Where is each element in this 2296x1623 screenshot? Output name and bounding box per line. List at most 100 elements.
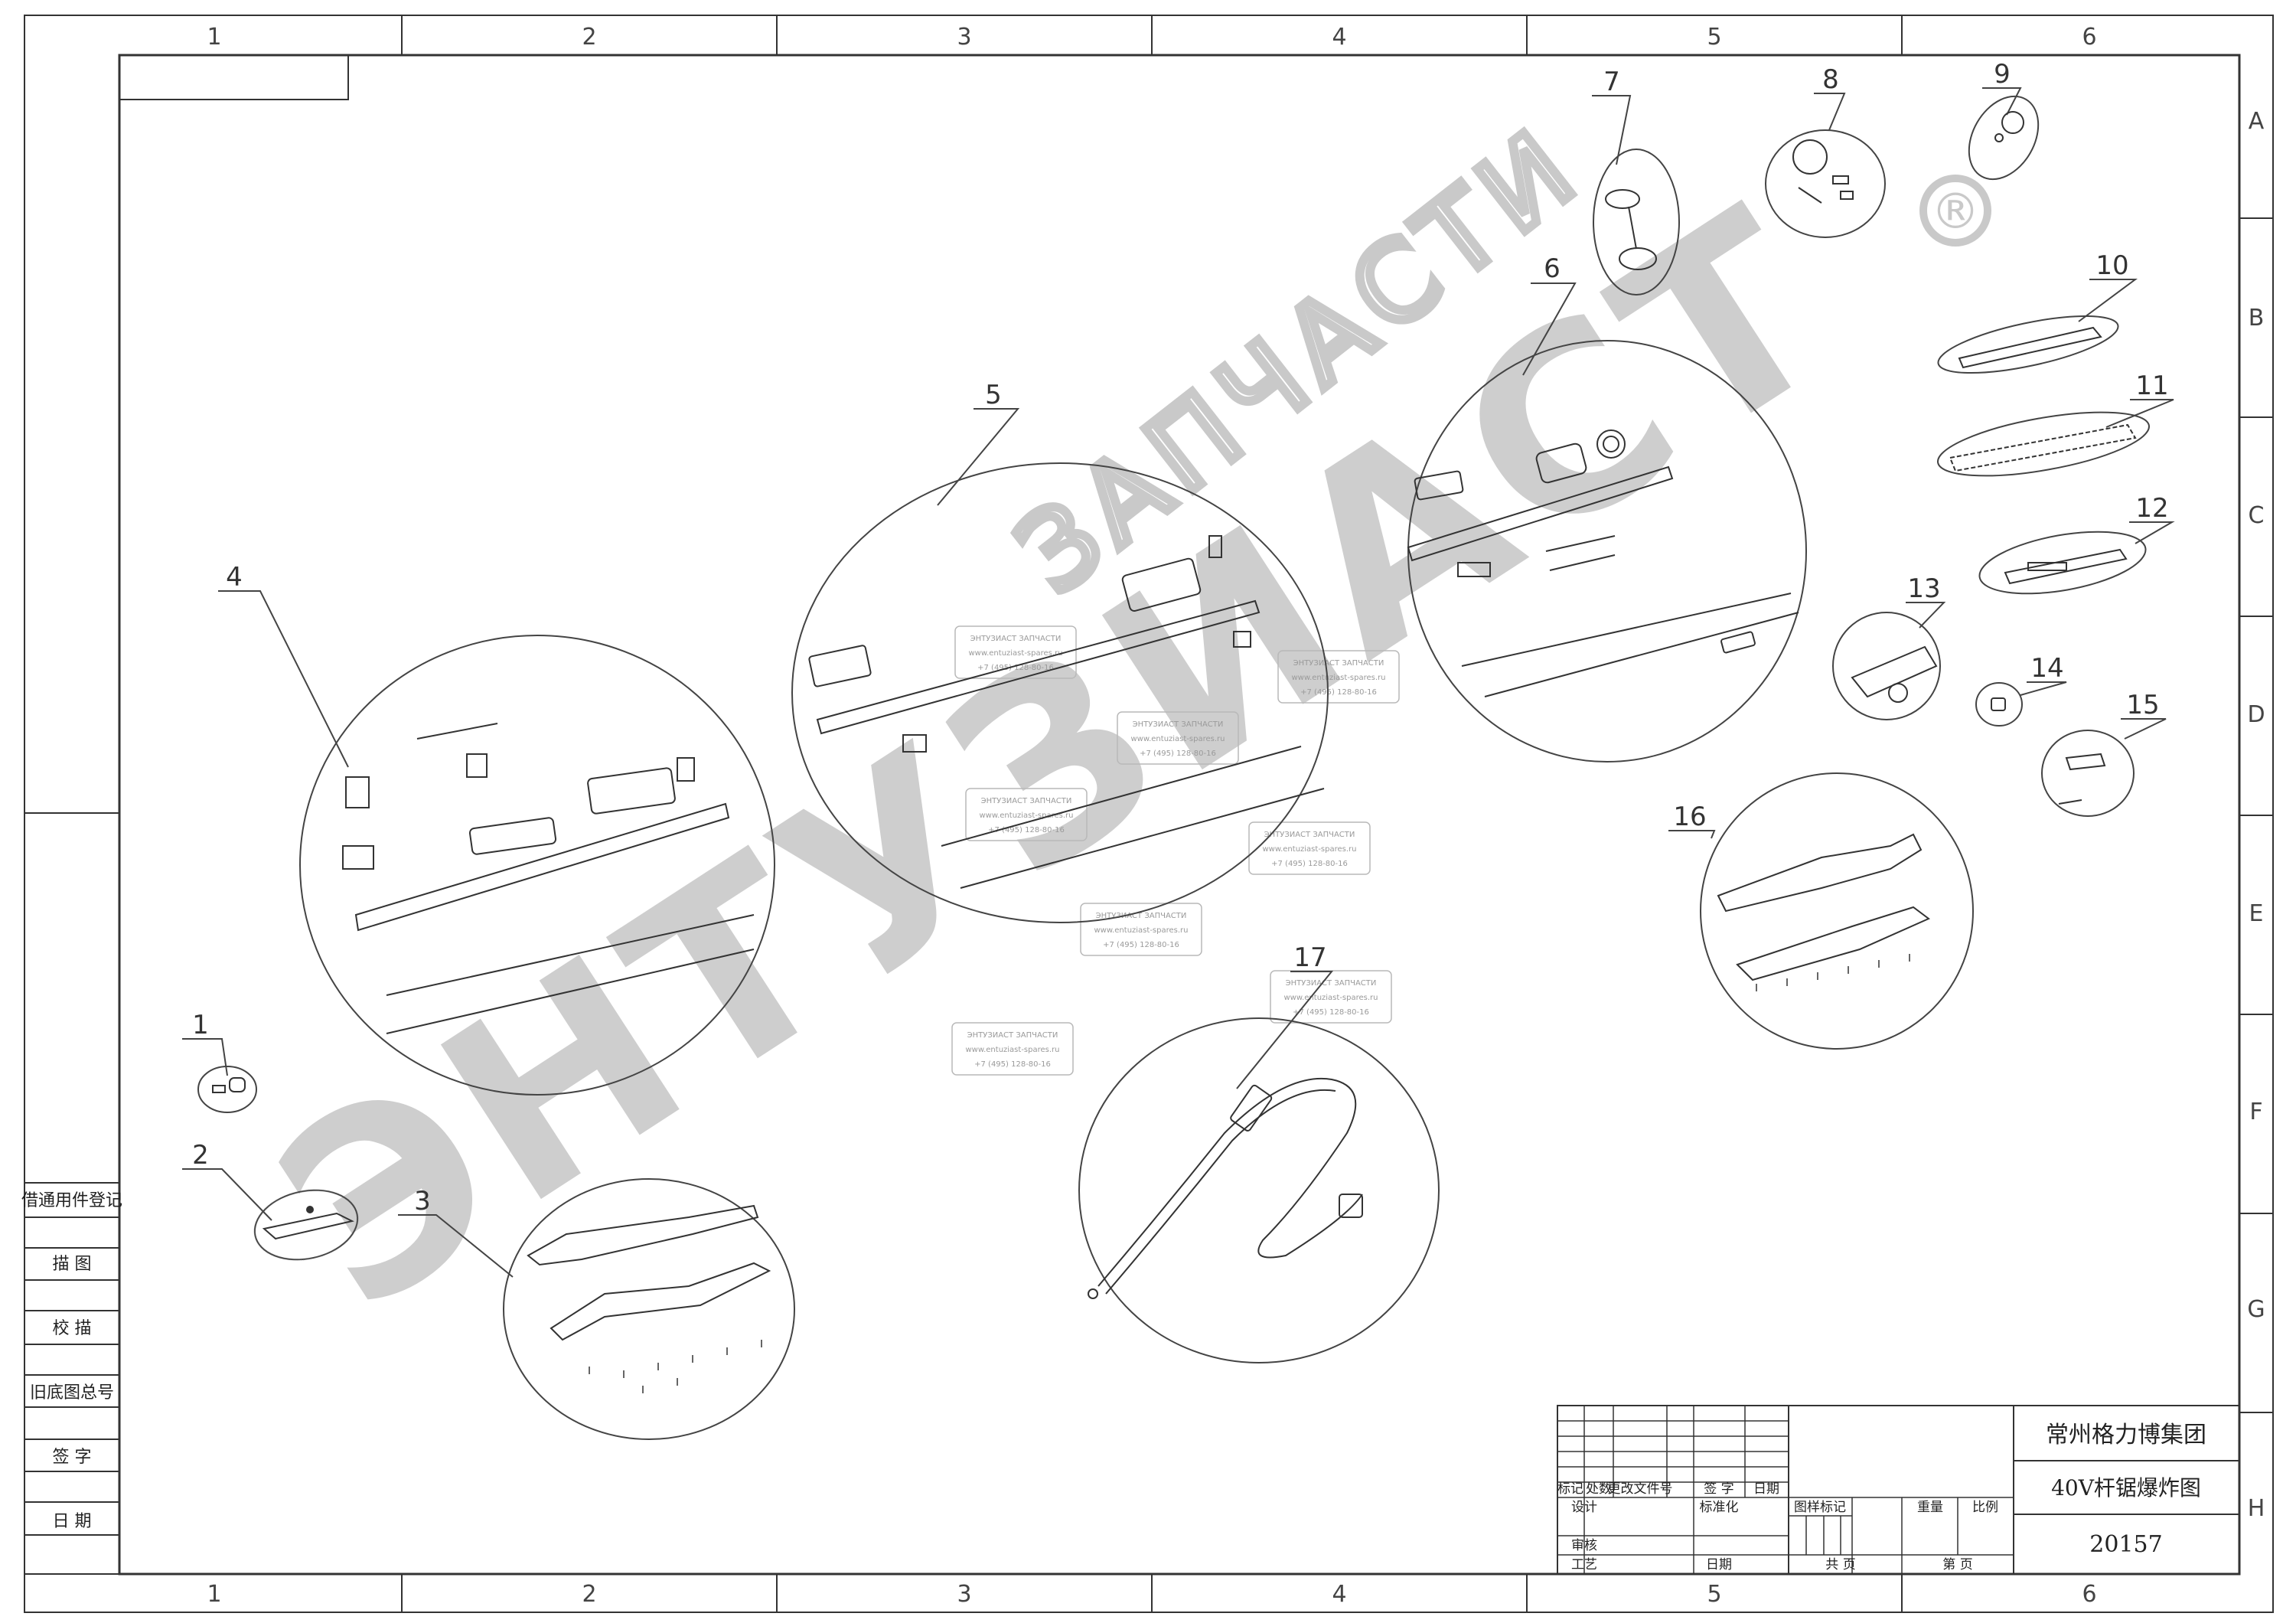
review-label: 审核	[1571, 1538, 1597, 1553]
watermark-logo: ЭНТУЗИАСТ ЗАПЧАСТИ ®	[232, 99, 1991, 1367]
svg-text:www.entuziast-spares.ru: www.entuziast-spares.ru	[1094, 926, 1188, 935]
registered-mark-ring	[1919, 175, 1991, 247]
callout-14: 14	[2030, 653, 2063, 684]
svg-text:ЭНТУЗИАСТ ЗАПЧАСТИ: ЭНТУЗИАСТ ЗАПЧАСТИ	[1264, 831, 1355, 839]
svg-text:ЭНТУЗИАСТ ЗАПЧАСТИ: ЭНТУЗИАСТ ЗАПЧАСТИ	[1293, 659, 1384, 668]
group-6-ellipse	[1407, 340, 1807, 763]
drawing-number: 20157	[2089, 1531, 2162, 1558]
group-11-ellipse	[1937, 411, 2150, 477]
title-block-grid	[1557, 1405, 2240, 1575]
title-block-text: 常州格力博集团 40V杆锯爆炸图 20157 标记 处数 更改文件号 签 字 日…	[1557, 1422, 2206, 1572]
left-label: 旧底图总号	[30, 1383, 114, 1403]
group-15-ellipse	[2041, 730, 2135, 817]
row-label: A	[2249, 108, 2265, 135]
company-name: 常州格力博集团	[2046, 1422, 2206, 1448]
standardize-label: 标准化	[1700, 1500, 1739, 1515]
group-2-ellipse	[253, 1189, 359, 1261]
left-signature-labels: 借通用件登记 描 图 校 描 旧底图总号 签 字 日 期	[21, 1191, 122, 1531]
callout-13: 13	[1907, 573, 1940, 604]
group-2-parts	[262, 1206, 354, 1240]
group-10-parts	[1958, 326, 2102, 369]
callout-15: 15	[2126, 690, 2159, 720]
callout-12: 12	[2135, 493, 2168, 524]
left-label: 描 图	[53, 1255, 92, 1274]
col-label: 4	[1332, 1581, 1346, 1608]
svg-text:+7 (495) 128-80-16: +7 (495) 128-80-16	[988, 826, 1065, 834]
group-17-parts	[1088, 1077, 1363, 1299]
watermark-badge-text: ЭНТУЗИАСТ ЗАПЧАСТИ www.entuziast-spares.…	[965, 635, 1385, 1069]
col-label: 5	[1707, 24, 1721, 51]
col-label: 6	[2082, 24, 2096, 51]
callout-3: 3	[414, 1186, 431, 1216]
col-label: 5	[1707, 1581, 1721, 1608]
svg-text:www.entuziast-spares.ru: www.entuziast-spares.ru	[1283, 994, 1378, 1002]
svg-text:+7 (495) 128-80-16: +7 (495) 128-80-16	[1293, 1008, 1369, 1017]
left-label: 借通用件登记	[21, 1191, 122, 1210]
callout-6: 6	[1544, 253, 1561, 284]
callout-1: 1	[192, 1010, 209, 1040]
left-label: 签 字	[53, 1448, 92, 1467]
svg-text:www.entuziast-spares.ru: www.entuziast-spares.ru	[1130, 735, 1225, 743]
group-8-parts	[1792, 139, 1854, 204]
callout-11: 11	[2135, 371, 2168, 401]
part-sketches	[212, 111, 2137, 1393]
group-5-parts	[808, 535, 1325, 889]
row-label: C	[2249, 502, 2265, 529]
rev-header-mark: 标记	[1557, 1481, 1583, 1497]
svg-text:+7 (495) 128-80-16: +7 (495) 128-80-16	[1103, 941, 1179, 949]
group-13-parts	[1851, 645, 1938, 703]
group-7-parts	[1605, 189, 1657, 270]
date-label: 日期	[1706, 1557, 1732, 1572]
svg-text:+7 (495) 128-80-16: +7 (495) 128-80-16	[1140, 749, 1216, 758]
callout-5: 5	[985, 380, 1002, 410]
left-label: 日 期	[53, 1512, 92, 1531]
callout-numbers: 1 2 3 4 5 6 7 8 9 10 11 12 13 14 15 16 1…	[192, 59, 2168, 1216]
svg-text:ЭНТУЗИАСТ ЗАПЧАСТИ: ЭНТУЗИАСТ ЗАПЧАСТИ	[981, 797, 1072, 805]
group-13-ellipse	[1832, 612, 1941, 720]
svg-text:ЭНТУЗИАСТ ЗАПЧАСТИ: ЭНТУЗИАСТ ЗАПЧАСТИ	[1286, 979, 1377, 988]
svg-text:ЭНТУЗИАСТ ЗАПЧАСТИ: ЭНТУЗИАСТ ЗАПЧАСТИ	[1096, 912, 1187, 920]
left-signature-column	[24, 1182, 120, 1575]
callout-9: 9	[1994, 59, 2011, 90]
group-17-ellipse	[1078, 1017, 1440, 1363]
col-label: 4	[1332, 24, 1346, 51]
sheet-frame	[24, 15, 2274, 1613]
svg-text:www.entuziast-spares.ru: www.entuziast-spares.ru	[1291, 674, 1385, 682]
group-4-ellipse	[299, 635, 775, 1096]
callout-2: 2	[192, 1140, 209, 1171]
callout-8: 8	[1822, 64, 1839, 95]
weight-label: 重量	[1917, 1500, 1943, 1515]
rev-header-date: 日期	[1753, 1481, 1779, 1497]
group-11-parts	[1949, 423, 2137, 472]
row-label: G	[2247, 1296, 2265, 1323]
rev-header-docno: 更改文件号	[1608, 1481, 1673, 1497]
svg-text:+7 (495) 128-80-16: +7 (495) 128-80-16	[977, 664, 1054, 672]
callout-4: 4	[226, 562, 243, 593]
group-7-ellipse	[1593, 149, 1680, 296]
group-12-ellipse	[1978, 531, 2147, 595]
process-label: 工艺	[1571, 1557, 1597, 1572]
group-1-ellipse	[197, 1066, 257, 1113]
part-group-ellipses	[197, 95, 2150, 1440]
svg-text:www.entuziast-spares.ru: www.entuziast-spares.ru	[968, 649, 1062, 658]
group-9-ellipse	[1968, 95, 2040, 181]
leader-lines	[182, 87, 2175, 1278]
svg-text:www.entuziast-spares.ru: www.entuziast-spares.ru	[965, 1046, 1059, 1054]
zone-labels: 1 2 3 4 5 6 1 2 3 4 5 6 A B C D E F G H	[207, 24, 2265, 1608]
group-3-parts	[527, 1204, 771, 1393]
group-12-parts	[2004, 548, 2128, 585]
group-10-ellipse	[1937, 315, 2119, 374]
design-label: 设计	[1571, 1500, 1597, 1515]
group-15-parts	[2058, 753, 2106, 805]
svg-text:ЭНТУЗИАСТ ЗАПЧАСТИ: ЭНТУЗИАСТ ЗАПЧАСТИ	[970, 635, 1062, 643]
left-label: 校 描	[53, 1319, 92, 1338]
scale-label: 比例	[1972, 1500, 1998, 1515]
group-16-ellipse	[1700, 772, 1974, 1050]
sheet-no-label: 第 页	[1942, 1557, 1972, 1572]
group-9-parts	[1994, 111, 2024, 142]
col-label: 3	[957, 24, 971, 51]
callout-17: 17	[1293, 942, 1326, 973]
col-label: 1	[207, 24, 221, 51]
total-sheets-label: 共 页	[1825, 1557, 1855, 1572]
